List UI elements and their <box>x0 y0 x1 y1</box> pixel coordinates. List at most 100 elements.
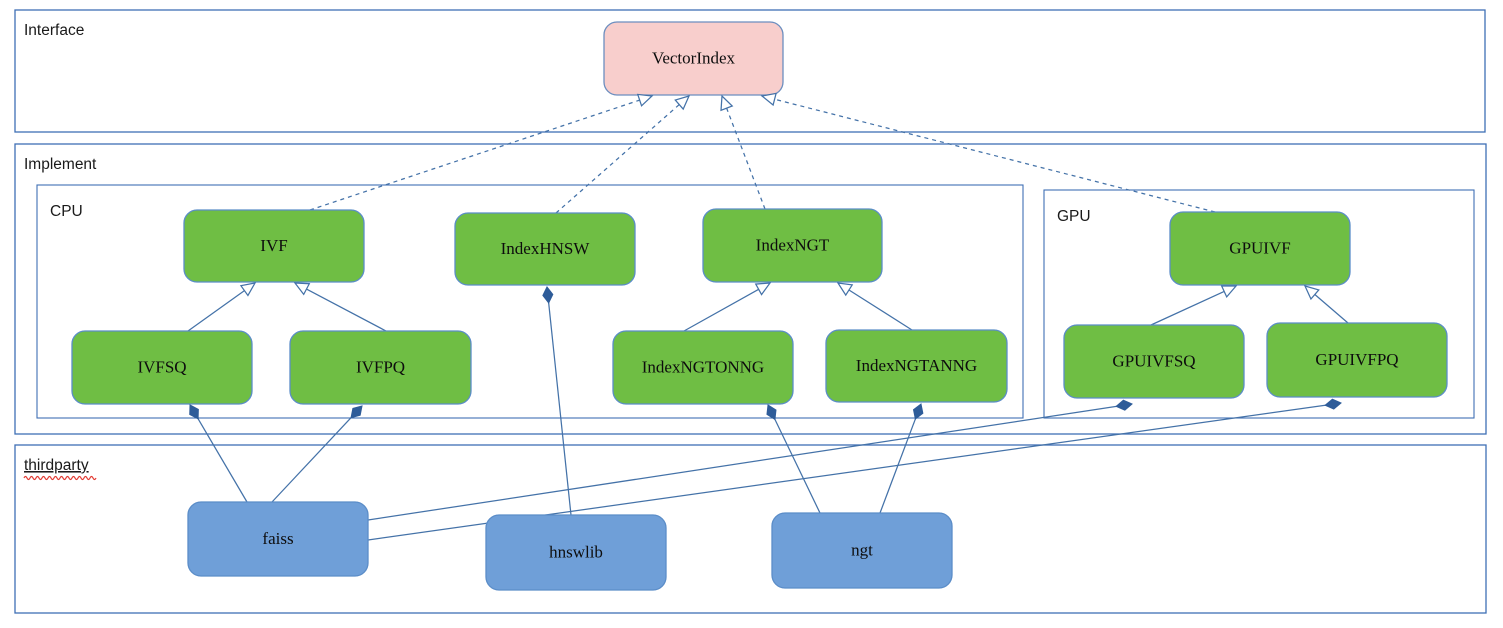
edge-gpuivfpq-to-gpuivf <box>1314 294 1349 324</box>
node-box-indexngtanng[interactable] <box>825 329 1008 403</box>
hollow-triangle-arrowhead-icon <box>674 95 691 111</box>
node-box-ivfpq[interactable] <box>289 330 472 405</box>
node-box-gpuivfsq[interactable] <box>1063 324 1245 399</box>
spellcheck-squiggle-thirdparty <box>23 475 97 481</box>
edge-faiss-to-gpuivfsq <box>367 405 1118 521</box>
subpackage-gpu: GPU <box>1043 189 1475 419</box>
edge-line-e1 <box>309 99 640 211</box>
node-box-ngt[interactable] <box>771 512 953 589</box>
edge-line-e5 <box>187 290 245 332</box>
filled-diamond-icon <box>1115 399 1133 411</box>
subpackage-cpu: CPU <box>36 184 1024 419</box>
subpackage-border-cpu <box>36 184 1024 419</box>
edge-line-e9 <box>1150 290 1225 326</box>
node-label-indexhnsw: IndexHNSW <box>501 239 591 258</box>
edge-ivf-to-vectorindex <box>309 99 640 211</box>
node-vectorindex[interactable]: VectorIndex <box>603 21 784 96</box>
node-label-gpuivfsq: GPUIVFSQ <box>1112 351 1195 370</box>
filled-diamond-icon <box>542 286 554 304</box>
node-label-ngt: ngt <box>851 540 873 559</box>
edge-faiss-to-ivfpq <box>271 416 353 503</box>
hollow-triangle-arrowhead-icon <box>836 282 854 297</box>
edge-line-e2 <box>555 104 680 214</box>
node-label-indexngtonng: IndexNGTONNG <box>642 357 764 376</box>
package-label-interface: Interface <box>24 22 84 39</box>
edge-indexngtonng-to-indexngt <box>683 288 759 332</box>
node-box-gpuivf[interactable] <box>1169 211 1351 286</box>
edge-line-e11 <box>197 417 248 503</box>
edge-line-e8 <box>848 289 913 331</box>
node-box-ivf[interactable] <box>183 209 365 283</box>
node-label-faiss: faiss <box>262 529 293 548</box>
hollow-triangle-arrowhead-icon <box>239 282 257 297</box>
edge-indexngtanng-to-indexngt <box>848 289 913 331</box>
edge-indexngt-to-vectorindex <box>726 107 766 210</box>
hollow-triangle-arrowhead-icon <box>760 92 777 107</box>
package-label-implement: Implement <box>24 156 97 173</box>
node-box-vectorindex[interactable] <box>603 21 784 96</box>
edge-ngt-to-indexngtanng <box>879 417 917 514</box>
edge-line-e7 <box>683 288 759 332</box>
node-label-ivfsq: IVFSQ <box>137 357 186 376</box>
subpackage-border-gpu <box>1043 189 1475 419</box>
subpackage-label-cpu: CPU <box>50 203 83 220</box>
node-ivf[interactable]: IVF <box>183 209 365 283</box>
node-ngt[interactable]: ngt <box>771 512 953 589</box>
edge-line-e16 <box>773 418 821 514</box>
edge-indexhnsw-to-vectorindex <box>555 104 680 214</box>
edge-faiss-to-ivfsq <box>197 417 248 503</box>
node-box-hnswlib[interactable] <box>485 514 667 591</box>
edge-line-e3 <box>726 107 766 210</box>
subpackage-containers: CPU GPU <box>36 184 1475 419</box>
node-indexngt[interactable]: IndexNGT <box>702 208 883 283</box>
edge-ivfsq-to-ivf <box>187 290 245 332</box>
node-faiss[interactable]: faiss <box>187 501 369 577</box>
hollow-triangle-arrowhead-icon <box>1303 285 1320 301</box>
node-indexngtonng[interactable]: IndexNGTONNG <box>612 330 794 405</box>
node-label-gpuivf: GPUIVF <box>1229 238 1290 257</box>
node-box-indexngtonng[interactable] <box>612 330 794 405</box>
node-label-gpuivfpq: GPUIVFPQ <box>1315 350 1398 369</box>
subpackage-label-gpu: GPU <box>1057 208 1091 225</box>
node-label-ivf: IVF <box>260 236 287 255</box>
node-indexhnsw[interactable]: IndexHNSW <box>454 212 636 286</box>
node-label-hnswlib: hnswlib <box>549 542 603 561</box>
filled-diamond-icon <box>350 405 363 419</box>
node-gpuivfpq[interactable]: GPUIVFPQ <box>1266 322 1448 398</box>
edge-line-e15 <box>547 301 572 516</box>
node-box-indexhnsw[interactable] <box>454 212 636 286</box>
hollow-triangle-arrowhead-icon <box>754 282 772 296</box>
hollow-triangle-arrowhead-icon <box>1220 285 1238 299</box>
node-label-indexngt: IndexNGT <box>756 235 830 254</box>
node-ivfpq[interactable]: IVFPQ <box>289 330 472 405</box>
filled-diamond-icon <box>766 404 777 421</box>
node-box-gpuivfpq[interactable] <box>1266 322 1448 398</box>
package-label-thirdparty: thirdparty <box>24 457 89 474</box>
edge-line-e10 <box>1314 294 1349 324</box>
node-ivfsq[interactable]: IVFSQ <box>71 330 253 405</box>
node-box-indexngt[interactable] <box>702 208 883 283</box>
node-hnswlib[interactable]: hnswlib <box>485 514 667 591</box>
filled-diamond-icon <box>912 403 924 420</box>
hollow-triangle-arrowhead-icon <box>636 93 654 107</box>
edge-gpuivfsq-to-gpuivf <box>1150 290 1225 326</box>
edge-line-e17 <box>879 417 917 514</box>
filled-diamond-icon <box>189 404 199 420</box>
edge-line-e4 <box>774 98 1216 213</box>
node-label-indexngtanng: IndexNGTANNG <box>856 356 977 375</box>
node-gpuivfsq[interactable]: GPUIVFSQ <box>1063 324 1245 399</box>
filled-diamond-icon <box>1324 398 1342 410</box>
node-box-faiss[interactable] <box>187 501 369 577</box>
node-label-ivfpq: IVFPQ <box>356 357 405 376</box>
node-gpuivf[interactable]: GPUIVF <box>1169 211 1351 286</box>
edge-gpuivf-to-vectorindex <box>774 98 1216 213</box>
node-indexngtanng[interactable]: IndexNGTANNG <box>825 329 1008 403</box>
edge-hnswlib-to-indexhnsw <box>547 301 572 516</box>
edge-line-e13 <box>367 405 1118 521</box>
edge-decoration-layer <box>189 92 1342 421</box>
node-box-ivfsq[interactable] <box>71 330 253 405</box>
hollow-triangle-arrowhead-icon <box>293 282 311 296</box>
